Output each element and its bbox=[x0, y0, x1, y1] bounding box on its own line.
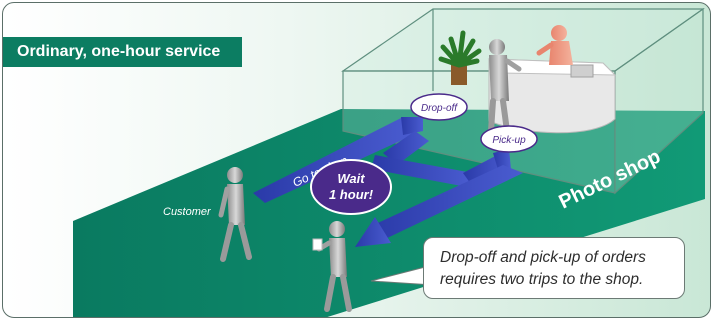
scene-illustration: Drop-off Pick-up Go to shop Wait 1 hour!… bbox=[73, 7, 705, 317]
shop-clerk-figure bbox=[536, 25, 573, 65]
pick-up-label: Pick-up bbox=[492, 135, 526, 146]
customer-label: Customer bbox=[163, 206, 212, 218]
drop-off-badge: Drop-off bbox=[410, 93, 468, 121]
returning-customer-figure bbox=[312, 221, 352, 312]
shop-counter bbox=[487, 58, 617, 134]
note-line-1: Drop-off and pick-up of orders bbox=[440, 249, 646, 266]
photo-prints-icon bbox=[312, 238, 323, 251]
floor-area bbox=[73, 109, 705, 317]
potted-plant bbox=[438, 30, 482, 85]
wait-label-line2: 1 hour! bbox=[329, 187, 374, 202]
counter-customer-figure bbox=[488, 39, 522, 134]
explanation-note: Drop-off and pick-up of orders requires … bbox=[423, 237, 685, 299]
pick-up-badge: Pick-up bbox=[480, 125, 538, 153]
wait-badge: Wait 1 hour! bbox=[310, 159, 392, 215]
service-title-banner: Ordinary, one-hour service bbox=[3, 37, 243, 67]
drop-off-label: Drop-off bbox=[421, 103, 458, 114]
route-arrows bbox=[253, 117, 523, 247]
walking-customer-figure bbox=[218, 167, 252, 262]
note-line-2: requires two trips to the shop. bbox=[440, 271, 644, 288]
wait-label-line1: Wait bbox=[337, 171, 365, 186]
